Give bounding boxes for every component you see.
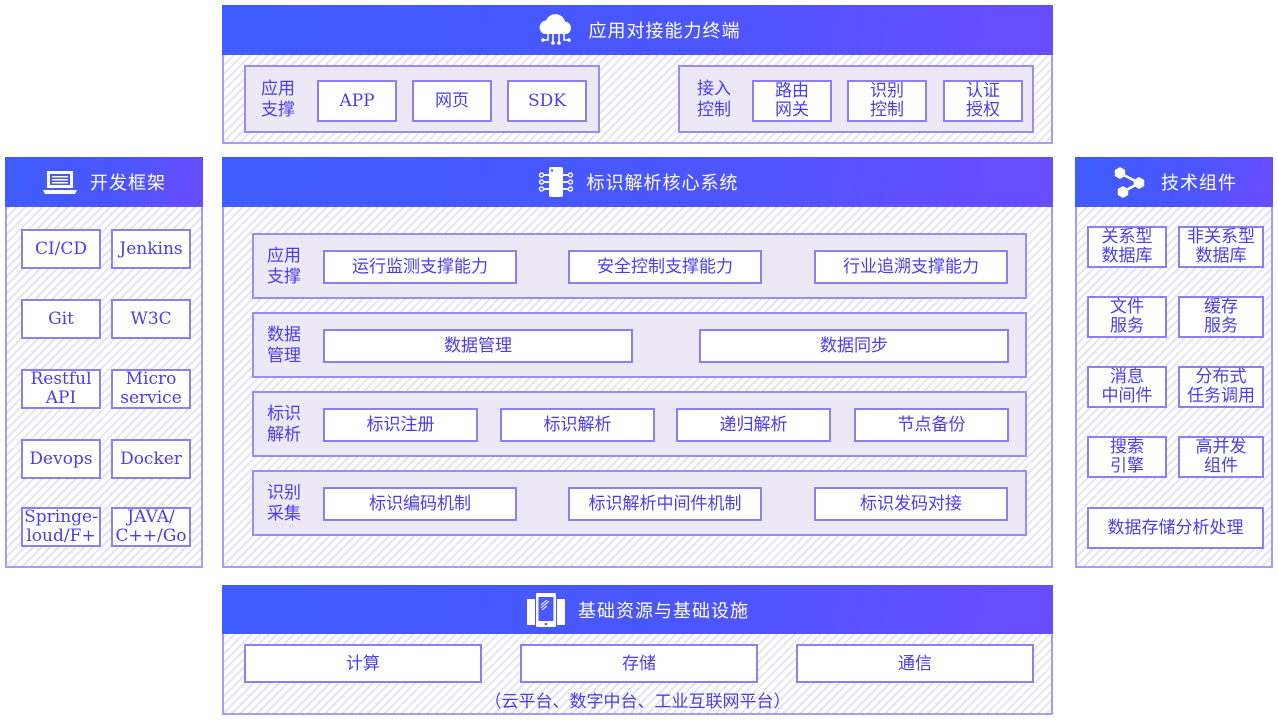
core-app-support-label: 应用支撑	[267, 246, 301, 287]
distributed-task-box: 分布式任务调用	[1178, 366, 1264, 408]
recognition-collection-label: 识别采集	[267, 483, 301, 524]
tech-components-title: 技术组件	[1161, 173, 1237, 194]
docker-box: Docker	[111, 439, 191, 479]
nonrelational-db-box: 非关系型数据库	[1178, 226, 1264, 268]
authentication-box: 认证授权	[943, 80, 1023, 122]
middleware-mechanism-box: 标识解析中间件机制	[568, 487, 762, 521]
storage-box: 存储	[520, 644, 758, 683]
sdk-box: SDK	[507, 80, 587, 122]
cloud-network-icon	[535, 12, 577, 48]
core-system-header: 标识解析核心系统	[222, 157, 1053, 207]
data-storage-analysis-box: 数据存储分析处理	[1087, 507, 1264, 549]
recognition-collection-row: 识别采集 标识编码机制 标识解析中间件机制 标识发码对接	[252, 470, 1027, 536]
data-sync-box: 数据同步	[699, 329, 1009, 363]
identifier-register-box: 标识注册	[323, 408, 478, 442]
devops-box: Devops	[21, 439, 101, 479]
runtime-monitor-box: 运行监测支撑能力	[323, 250, 517, 284]
core-system-panel: 标识解析核心系统 应用支撑 运行监测支撑能力 安全控制支撑能力 行业追溯支撑能力…	[222, 157, 1053, 568]
encoding-mechanism-box: 标识编码机制	[323, 487, 517, 521]
app-integration-panel: 应用对接能力终端 应用支撑 APP 网页 SDK 接入控制 路由网关 识别控制 …	[222, 5, 1053, 144]
jenkins-box: Jenkins	[111, 229, 191, 269]
chip-icon	[537, 165, 575, 199]
cicd-box: CI/CD	[21, 229, 101, 269]
cache-service-box: 缓存服务	[1178, 296, 1264, 338]
core-system-title: 标识解析核心系统	[586, 173, 739, 194]
data-management-row: 数据管理 数据管理 数据同步	[252, 312, 1027, 378]
identification-control-box: 识别控制	[847, 80, 927, 122]
identifier-resolve-box: 标识解析	[500, 408, 655, 442]
core-app-support-row: 应用支撑 运行监测支撑能力 安全控制支撑能力 行业追溯支撑能力	[252, 233, 1027, 299]
infrastructure-panel: 基础资源与基础设施 计算 存储 通信 （云平台、数字中台、工业互联网平台）	[222, 585, 1053, 715]
app-integration-title: 应用对接能力终端	[588, 21, 741, 42]
code-issuing-box: 标识发码对接	[814, 487, 1008, 521]
identifier-resolution-label: 标识解析	[267, 404, 301, 445]
app-support-group: 应用支撑 APP 网页 SDK	[244, 65, 600, 133]
app-integration-header: 应用对接能力终端	[222, 5, 1053, 55]
infrastructure-note: （云平台、数字中台、工业互联网平台）	[484, 692, 791, 712]
routing-gateway-box: 路由网关	[752, 80, 832, 122]
recursive-resolve-box: 递归解析	[676, 408, 831, 442]
search-engine-box: 搜索引擎	[1087, 436, 1167, 478]
node-backup-box: 节点备份	[854, 408, 1009, 442]
high-concurrency-box: 高并发组件	[1178, 436, 1264, 478]
share-nodes-icon	[1111, 165, 1149, 199]
security-control-box: 安全控制支撑能力	[568, 250, 762, 284]
infrastructure-title: 基础资源与基础设施	[578, 600, 749, 622]
data-management-label: 数据管理	[267, 325, 301, 366]
file-service-box: 文件服务	[1087, 296, 1167, 338]
devices-icon	[526, 591, 566, 629]
laptop-icon	[42, 168, 78, 196]
springcloud-box: Springe-loud/F+	[21, 507, 101, 547]
dev-framework-header: 开发框架	[5, 157, 203, 207]
languages-box: JAVA/C++/Go	[111, 507, 191, 547]
tech-components-panel: 技术组件 关系型数据库 非关系型数据库 文件服务 缓存服务 消息中间件 分布式任…	[1075, 157, 1273, 568]
data-management-box: 数据管理	[323, 329, 633, 363]
webpage-box: 网页	[412, 80, 492, 122]
tech-components-header: 技术组件	[1075, 157, 1273, 207]
industry-trace-box: 行业追溯支撑能力	[814, 250, 1008, 284]
app-box: APP	[317, 80, 397, 122]
compute-box: 计算	[244, 644, 482, 683]
identifier-resolution-row: 标识解析 标识注册 标识解析 递归解析 节点备份	[252, 391, 1027, 457]
access-control-group: 接入控制 路由网关 识别控制 认证授权	[678, 65, 1034, 133]
w3c-box: W3C	[111, 299, 191, 339]
relational-db-box: 关系型数据库	[1087, 226, 1167, 268]
infrastructure-header: 基础资源与基础设施	[222, 585, 1053, 634]
communication-box: 通信	[796, 644, 1034, 683]
dev-framework-title: 开发框架	[90, 173, 166, 194]
git-box: Git	[21, 299, 101, 339]
access-control-label: 接入控制	[697, 79, 731, 120]
app-support-label: 应用支撑	[261, 79, 295, 120]
message-middleware-box: 消息中间件	[1087, 366, 1167, 408]
